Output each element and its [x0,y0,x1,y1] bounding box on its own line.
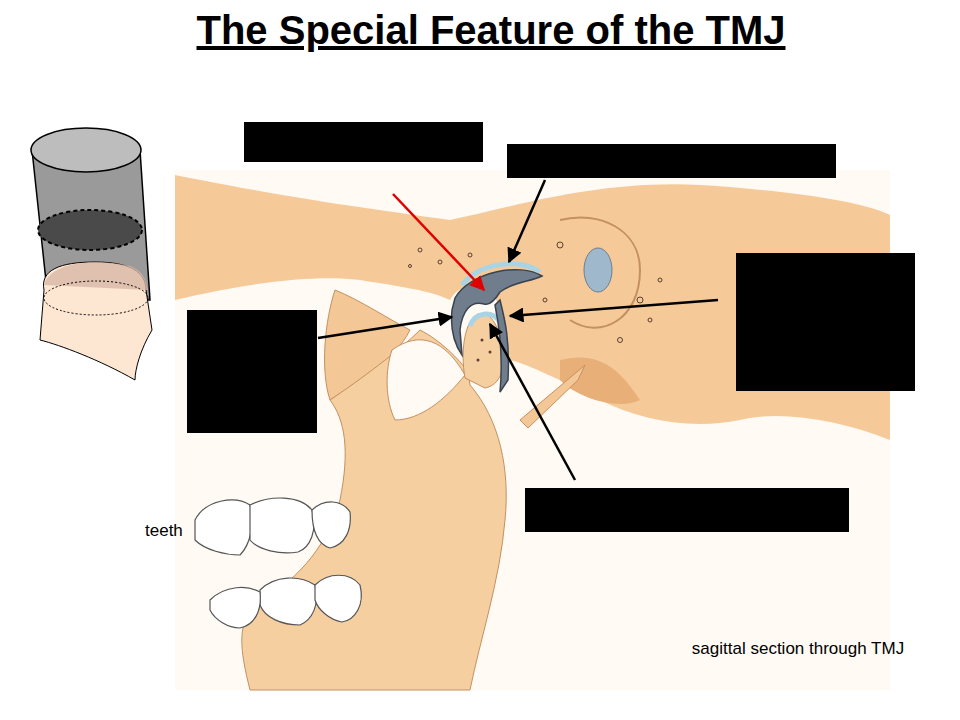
redacted-labels [187,122,915,532]
teeth-label: teeth [145,515,183,546]
joint-icon [31,128,152,380]
leader-arrows [318,180,718,480]
page-title: The Special Feature of the TMJ [196,8,785,53]
caption-note: sagittal section through TMJ [668,633,928,664]
skull-section [175,170,890,690]
